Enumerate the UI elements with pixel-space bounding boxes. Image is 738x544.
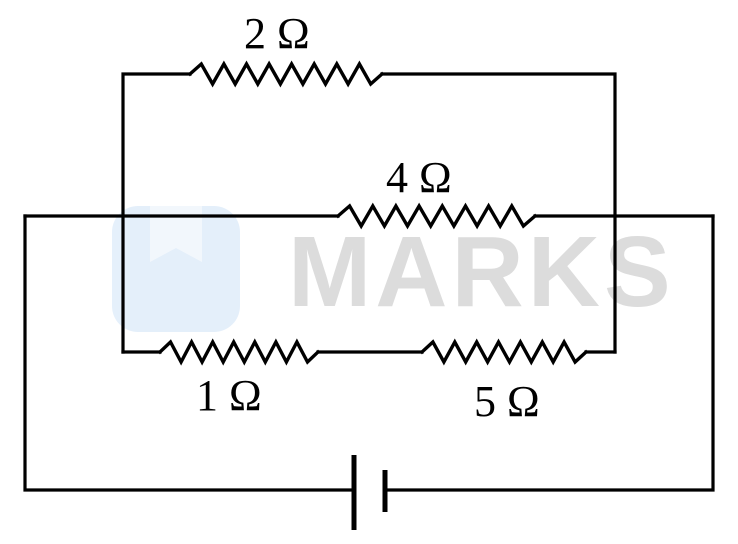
resistor-1ohm	[157, 338, 321, 366]
resistor-4ohm	[335, 202, 538, 230]
label-2ohm: 2 Ω	[244, 9, 310, 58]
watermark-text: MARKS	[288, 216, 675, 328]
wires	[23, 72, 715, 492]
wire-outer-right	[383, 214, 715, 492]
label-5ohm: 5 Ω	[474, 377, 540, 426]
resistor-2ohm	[187, 60, 385, 88]
resistors	[157, 60, 589, 366]
watermark: MARKS	[112, 206, 675, 332]
watermark-logo-icon	[112, 206, 240, 332]
label-4ohm: 4 Ω	[386, 153, 452, 202]
wire-top-left	[121, 72, 192, 354]
wire-outer-left	[23, 214, 354, 492]
battery-cell-icon	[351, 455, 388, 530]
label-1ohm: 1 Ω	[196, 371, 262, 420]
resistor-5ohm	[419, 338, 589, 366]
wire-top-right	[380, 72, 617, 354]
